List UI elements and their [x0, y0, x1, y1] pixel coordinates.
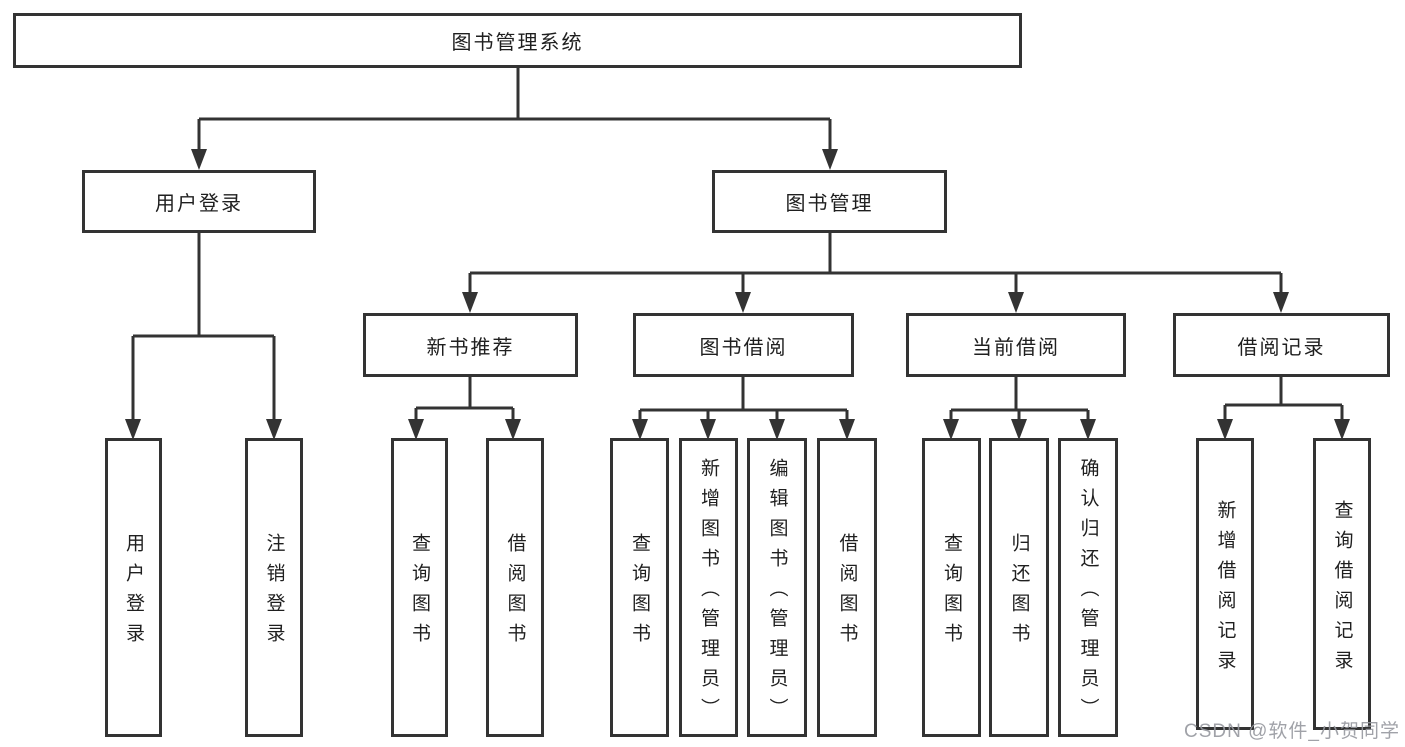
leaf-add-borrow-record: 新增借阅记录	[1196, 438, 1254, 730]
leaf-query-borrow-record: 查询借阅记录	[1313, 438, 1371, 730]
node-label: 新书推荐	[426, 336, 515, 359]
node-label: 借阅图书	[504, 533, 526, 653]
node-label: 注销登录	[263, 533, 285, 653]
node-label: 归还图书	[1008, 533, 1030, 653]
leaf-edit-book-admin: 编辑图书（管理员）	[747, 438, 807, 737]
node-book-management: 图书管理	[712, 170, 947, 233]
leaf-logout: 注销登录	[245, 438, 303, 737]
node-book-borrowing: 图书借阅	[633, 313, 854, 377]
node-label: 编辑图书（管理员）	[766, 458, 788, 728]
node-label: 查询图书	[409, 533, 430, 653]
leaf-query-books: 查询图书	[391, 438, 448, 737]
leaf-borrow-books: 借阅图书	[486, 438, 544, 737]
node-label: 新增借阅记录	[1214, 499, 1236, 680]
node-current-borrowing: 当前借阅	[906, 313, 1126, 377]
node-label: 查询借阅记录	[1331, 499, 1353, 680]
leaf-add-book-admin: 新增图书（管理员）	[679, 438, 738, 737]
node-user-login: 用户登录	[82, 170, 316, 233]
node-label: 借阅记录	[1237, 336, 1326, 359]
leaf-confirm-return-admin: 确认归还（管理员）	[1058, 438, 1118, 737]
node-label: 图书借阅	[699, 336, 788, 359]
leaf-user-login: 用户登录	[105, 438, 162, 737]
node-borrowing-records: 借阅记录	[1173, 313, 1390, 377]
node-label: 用户登录	[155, 193, 243, 215]
node-label: 新增图书（管理员）	[698, 458, 719, 728]
node-label: 图书管理	[785, 193, 874, 215]
leaf-return-books: 归还图书	[989, 438, 1049, 737]
leaf-query-books: 查询图书	[610, 438, 669, 737]
csdn-watermark: CSDN @软件_小贺同学	[1184, 721, 1400, 742]
node-label: 图书管理系统	[451, 32, 584, 54]
node-label: 查询图书	[941, 533, 962, 653]
node-library-system: 图书管理系统	[13, 13, 1022, 68]
node-label: 确认归还（管理员）	[1077, 458, 1099, 728]
leaf-borrow-books: 借阅图书	[817, 438, 877, 737]
node-label: 当前借阅	[972, 336, 1060, 359]
node-label: 用户登录	[123, 533, 144, 653]
node-label: 借阅图书	[836, 533, 858, 653]
node-label: 查询图书	[629, 533, 650, 653]
leaf-query-books: 查询图书	[922, 438, 981, 737]
node-new-book-recommend: 新书推荐	[363, 313, 578, 377]
